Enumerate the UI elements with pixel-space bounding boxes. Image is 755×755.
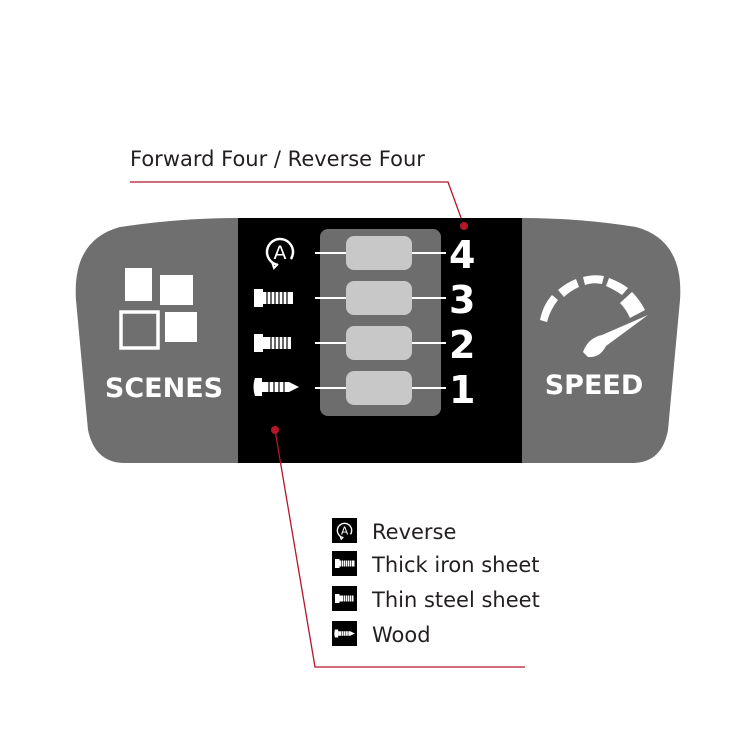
level-row-4[interactable]: 4 [263, 233, 476, 277]
level-row-1[interactable]: 1 [252, 368, 476, 412]
callout-line-top [130, 181, 465, 227]
legend-label: Wood [372, 623, 431, 647]
level-number-4: 4 [449, 233, 475, 277]
legend-label: Thin steel sheet [371, 588, 540, 612]
level-indicator-1 [346, 371, 412, 405]
speed-label: SPEED [545, 370, 644, 401]
legend-label: Thick iron sheet [371, 553, 540, 577]
level-indicator-4 [346, 236, 412, 270]
level-row-3[interactable]: 3 [253, 278, 475, 322]
level-number-2: 2 [449, 323, 475, 367]
speedometer-icon [540, 275, 648, 358]
legend-item-thick-iron: Thick iron sheet [332, 551, 540, 577]
level-indicator-3 [346, 281, 412, 315]
scenes-label: SCENES [105, 373, 223, 404]
callout-dot-top [460, 222, 468, 230]
level-row-2[interactable]: 2 [253, 323, 475, 367]
level-slot-background [320, 229, 441, 416]
legend-item-wood: Wood [332, 621, 431, 647]
legend-label: Reverse [372, 520, 456, 544]
legend-item-thin-steel: Thin steel sheet [332, 586, 540, 612]
level-number-3: 3 [449, 278, 475, 322]
legend-item-reverse: Reverse [332, 518, 456, 544]
scenes-icon [119, 268, 197, 350]
callout-line-bottom [274, 429, 525, 668]
control-panel: SCENES SPEED 4 3 2 [75, 218, 681, 463]
callout-forward-reverse-label: Forward Four / Reverse Four [130, 147, 425, 171]
legend: Reverse Thick iron sheet Thin steel shee… [332, 518, 540, 647]
level-indicator-2 [346, 326, 412, 360]
level-number-1: 1 [449, 368, 475, 412]
